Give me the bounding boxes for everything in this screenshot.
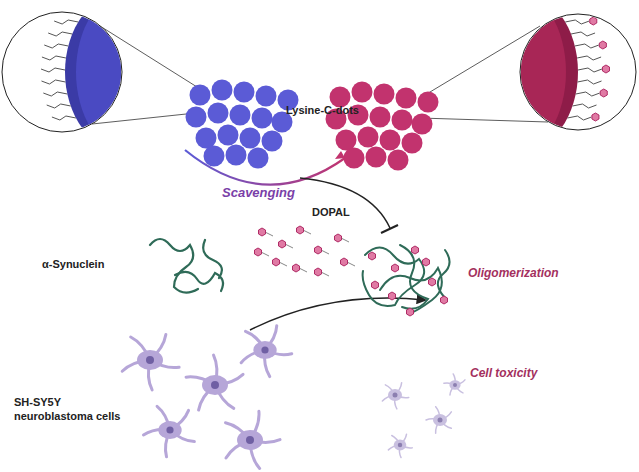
neuron-cell (143, 406, 194, 456)
dopal-tail (265, 232, 273, 236)
c-dot (370, 107, 391, 128)
dopal-molecule (279, 240, 286, 248)
dopal-adduct (590, 17, 597, 25)
label-cells: SH-SY5Y neuroblastoma cells (14, 396, 132, 424)
c-dot (366, 147, 387, 168)
c-dot (186, 107, 207, 128)
c-dot (230, 105, 251, 126)
dopal-tail (261, 252, 269, 256)
ligand (565, 20, 589, 24)
c-dot (358, 127, 379, 148)
neuron-cell (241, 326, 292, 377)
c-dot (256, 86, 277, 107)
c-dot (392, 110, 413, 131)
c-dot (218, 125, 239, 146)
dopal-molecule (297, 226, 304, 234)
ligand (48, 32, 72, 36)
dopal-tail (299, 268, 307, 272)
ligand (571, 32, 595, 36)
dopal-molecule (255, 248, 262, 256)
c-dot (212, 80, 233, 101)
dopal-adduct (369, 252, 376, 260)
c-dot (196, 128, 217, 149)
dopal-tail (321, 250, 329, 254)
c-dot (208, 103, 229, 124)
label-toxicity: Cell toxicity (470, 366, 537, 381)
c-dot (190, 85, 211, 106)
ligand (43, 92, 67, 96)
dopal-adduct (423, 258, 430, 266)
ligand (44, 44, 68, 48)
c-dot (374, 84, 395, 105)
ligand (47, 104, 71, 108)
c-dot (396, 88, 417, 109)
ligand (42, 56, 66, 60)
c-dot (248, 148, 269, 169)
dopal-tail (279, 262, 287, 266)
ligand (578, 68, 602, 72)
ligand (577, 56, 601, 60)
ligand (54, 20, 78, 24)
ligand (41, 80, 65, 84)
ligand (575, 44, 599, 48)
dopal-adduct (600, 89, 607, 97)
label-dopal: DOPAL (312, 206, 350, 220)
dopal-molecule (273, 258, 280, 266)
dopal-adduct (372, 281, 379, 289)
dopal-adduct (441, 296, 448, 304)
neuron-cell (426, 407, 451, 434)
c-dot (234, 82, 255, 103)
dopal-molecule (293, 264, 300, 272)
c-dot (380, 130, 401, 151)
c-dot (262, 131, 283, 152)
ligand (576, 92, 600, 96)
ligand (573, 104, 597, 108)
dopal-tail (321, 272, 329, 276)
label-lysine-c-dots: Lysine-C-dots (286, 104, 359, 118)
ligand (41, 68, 65, 72)
c-dot (402, 133, 423, 154)
c-dot (388, 150, 409, 171)
dopal-adduct (429, 278, 436, 286)
dopal-tail (341, 238, 349, 242)
label-synuclein: α-Synuclein (42, 258, 104, 272)
dopal-adduct (389, 292, 396, 300)
dopal-molecule (259, 228, 266, 236)
c-dot (412, 114, 433, 135)
dopal-molecule (341, 258, 348, 266)
c-dot (352, 82, 373, 103)
neuron-cell (122, 335, 179, 390)
neuron-cell (388, 434, 412, 457)
c-dot (226, 145, 247, 166)
dopal-adduct (392, 264, 399, 272)
c-dot (240, 128, 261, 149)
neuron-cell (444, 374, 465, 395)
c-dot (418, 92, 439, 113)
dopal-tail (347, 262, 355, 266)
dopal-adduct (592, 113, 599, 121)
ligand (578, 80, 602, 84)
label-scavenging: Scavenging (222, 185, 295, 201)
dopal-adduct (602, 65, 609, 73)
label-oligomerization: Oligomerization (468, 266, 559, 281)
c-dot (344, 148, 365, 169)
c-dot (336, 130, 357, 151)
dopal-adduct (599, 41, 606, 49)
ligand (52, 116, 76, 120)
c-dot (252, 108, 273, 129)
dopal-adduct (412, 246, 419, 254)
dopal-molecule (315, 268, 322, 276)
ligand (567, 116, 591, 120)
dopal-adduct (407, 308, 414, 316)
dopal-tail (285, 244, 293, 248)
neuron-cell (186, 355, 243, 410)
dopal-molecule (315, 246, 322, 254)
dopal-molecule (335, 234, 342, 242)
dopal-tail (303, 230, 311, 234)
neuron-cell (225, 411, 279, 468)
c-dot (204, 146, 225, 167)
neuron-cell (382, 383, 408, 409)
